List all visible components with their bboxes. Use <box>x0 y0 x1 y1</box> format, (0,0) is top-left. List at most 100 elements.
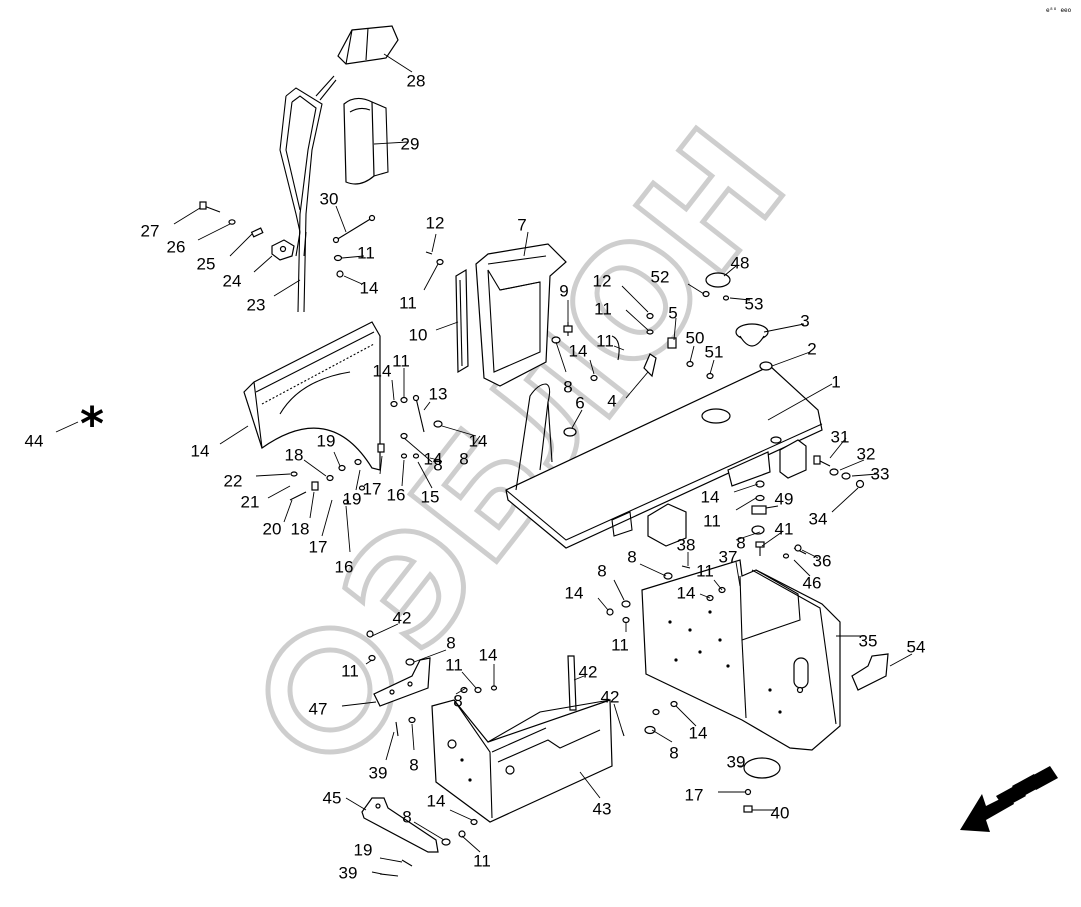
callout-label-14: 14 <box>677 583 696 602</box>
callout-label-45: 45 <box>323 788 342 807</box>
leader-line-8 <box>473 435 481 445</box>
leader-line-17 <box>379 455 383 475</box>
hw-fender-small <box>289 396 420 505</box>
leader-line-6 <box>571 409 583 429</box>
callout-label-8: 8 <box>627 547 636 566</box>
part-15-fender <box>243 321 381 471</box>
leader-line-37 <box>735 561 741 587</box>
callout-label-35: 35 <box>859 631 878 650</box>
leader-line-14 <box>597 597 609 611</box>
leader-line-14 <box>441 425 477 437</box>
callout-label-46: 46 <box>803 573 822 592</box>
leader-line-44 <box>55 421 79 433</box>
leader-line-45 <box>345 797 367 811</box>
leader-line-17 <box>321 499 333 537</box>
leader-line-48 <box>723 265 737 277</box>
leader-line-42 <box>613 703 623 731</box>
callout-label-17: 17 <box>685 785 704 804</box>
callout-label-23: 23 <box>247 295 266 314</box>
leader-line-28 <box>383 53 413 73</box>
leader-line-11 <box>423 263 439 291</box>
callout-label-18: 18 <box>291 519 310 538</box>
callout-label-8: 8 <box>669 743 678 762</box>
leader-line-11 <box>613 345 625 351</box>
part-43-bar <box>567 655 577 711</box>
leader-line-19 <box>379 857 403 863</box>
leader-line-42 <box>371 623 399 637</box>
leader-line-14 <box>391 379 395 401</box>
leader-line-11 <box>625 309 649 331</box>
callout-label-11: 11 <box>594 299 612 318</box>
callout-label-42: 42 <box>393 608 412 627</box>
callout-label-34: 34 <box>809 509 828 528</box>
leader-line-53 <box>729 297 751 301</box>
callout-label-8: 8 <box>446 633 455 652</box>
leader-line-8 <box>411 723 415 751</box>
leader-line-19 <box>355 469 361 491</box>
leader-line-2 <box>771 351 811 367</box>
leader-line-5 <box>673 317 677 341</box>
callout-label-8: 8 <box>597 561 606 580</box>
callout-label-3: 3 <box>800 311 809 330</box>
callout-label-13: 13 <box>429 384 448 403</box>
leader-line-26 <box>197 223 231 241</box>
part-13-rod <box>412 394 443 433</box>
leader-line-19 <box>333 451 341 467</box>
leader-line-13 <box>423 401 431 411</box>
leader-line-1 <box>767 383 833 421</box>
callout-label-11: 11 <box>445 655 463 674</box>
callout-label-43: 43 <box>593 799 612 818</box>
callout-label-39: 39 <box>339 863 358 882</box>
callout-label-11: 11 <box>399 293 417 312</box>
part-40-plate <box>743 757 781 779</box>
hw-32-35 <box>813 455 865 489</box>
leader-line-39 <box>371 871 383 875</box>
leader-line-20 <box>283 499 293 523</box>
hw-50-area <box>751 480 807 559</box>
direction-arrow-icon <box>960 766 1058 832</box>
hw-11-14-upper <box>333 254 344 278</box>
leader-line-49 <box>765 505 779 509</box>
callout-label-11: 11 <box>473 851 491 870</box>
callout-label-39: 39 <box>727 752 746 771</box>
callout-label-11: 11 <box>611 635 629 654</box>
callout-label-14: 14 <box>479 645 498 664</box>
callout-label-8: 8 <box>453 691 462 710</box>
callout-label-18: 18 <box>285 445 304 464</box>
part-31-rod <box>332 214 376 244</box>
callout-label-26: 26 <box>167 237 186 256</box>
leader-line-14 <box>449 809 473 821</box>
part-24-handle <box>279 75 337 313</box>
callout-label-33: 33 <box>871 464 890 483</box>
part-7-seat-frame <box>475 243 567 387</box>
leader-line-39 <box>385 731 395 761</box>
leader-line-31 <box>829 437 847 459</box>
leader-line-54 <box>889 653 913 667</box>
callout-label-11: 11 <box>596 331 614 350</box>
part-26-pin <box>250 227 264 238</box>
leader-line-46 <box>793 559 811 577</box>
leader-line-47 <box>341 701 377 707</box>
callout-label-8: 8 <box>409 755 418 774</box>
callout-label-14: 14 <box>191 441 210 460</box>
part-28-bolt <box>199 201 221 213</box>
leader-line-25 <box>229 233 253 257</box>
callout-label-54: 54 <box>907 637 926 656</box>
part-10-strip <box>455 268 469 374</box>
callout-label-11: 11 <box>341 661 359 680</box>
callout-label-15: 15 <box>421 487 440 506</box>
leader-line-11 <box>365 659 373 665</box>
part-1-floor-plate <box>505 365 823 549</box>
callout-label-29: 29 <box>401 134 420 153</box>
callout-label-9: 9 <box>559 281 568 300</box>
callout-label-19: 19 <box>317 431 336 450</box>
callout-label-8: 8 <box>402 807 411 826</box>
callout-label-25: 25 <box>197 254 216 273</box>
leader-line-8 <box>455 687 467 695</box>
housing-holes <box>668 610 782 714</box>
part-46-bracket <box>361 797 439 853</box>
leader-line-12 <box>621 285 649 313</box>
callout-label-48: 48 <box>731 253 750 272</box>
leader-line-14 <box>733 483 759 493</box>
